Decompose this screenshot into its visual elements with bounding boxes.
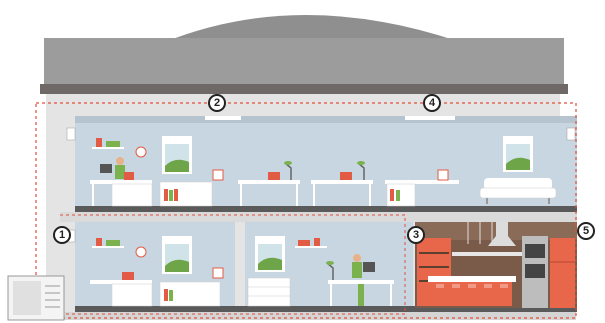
person-body [352, 262, 362, 278]
desk [311, 180, 373, 184]
wall-light [67, 128, 75, 140]
bar-stool [452, 284, 460, 288]
upper-ceiling [75, 116, 577, 123]
fridge [550, 238, 575, 308]
book [96, 238, 102, 246]
upper-floor-slab [75, 206, 577, 212]
marker-3: 3 [407, 226, 425, 244]
desk [90, 180, 152, 184]
desk-leg [330, 284, 332, 306]
person-head [353, 254, 361, 262]
book [164, 289, 168, 301]
sofa-leg [486, 198, 488, 204]
book [169, 190, 173, 201]
person-body [115, 165, 125, 179]
picture-frame [438, 170, 448, 180]
kitchen-shelf [419, 252, 449, 254]
book [396, 190, 400, 201]
drawer-cabinet [248, 278, 290, 306]
book [174, 189, 178, 201]
desk-lamp-shade [326, 261, 334, 265]
book [314, 238, 320, 246]
bar-stool [468, 284, 476, 288]
book [96, 138, 102, 147]
desk-leg [369, 184, 371, 206]
marker-4: 4 [423, 94, 441, 112]
desk-lamp-shade [357, 161, 365, 165]
office-chair [124, 172, 134, 180]
book [106, 141, 120, 147]
desk-leg [296, 184, 298, 206]
person-legs [358, 284, 364, 306]
ceiling-light [405, 116, 455, 120]
wall-light [567, 128, 575, 140]
book [390, 189, 394, 201]
roof-band [44, 38, 564, 84]
ground-base [46, 312, 576, 320]
desk [385, 180, 459, 184]
picture-frame [213, 268, 223, 278]
desk-leg [240, 184, 242, 206]
book [164, 189, 168, 201]
roof-dome [165, 15, 460, 42]
kitchen-island-top [428, 276, 516, 282]
office-chair [268, 172, 280, 180]
slab-between-floors [60, 212, 577, 222]
wall-shelf [92, 147, 124, 149]
desk-leg [390, 284, 392, 306]
book [298, 240, 310, 246]
picture-frame [213, 170, 223, 180]
control-panel-screen [13, 281, 41, 315]
desk-leg [92, 184, 94, 206]
desk-leg [313, 184, 315, 206]
wall-shelf [92, 246, 124, 248]
desk [90, 280, 152, 284]
monitor [363, 262, 375, 272]
kitchen-shelf [419, 266, 449, 268]
marker-5: 5 [577, 222, 595, 240]
oven [525, 264, 545, 278]
desk [238, 180, 300, 184]
bar-stool [500, 284, 508, 288]
desk-cabinet [112, 184, 152, 206]
office-chair [122, 272, 134, 280]
wall-shelf [295, 246, 327, 248]
clock-icon [136, 147, 146, 157]
ceiling-light [205, 116, 241, 120]
monitor [100, 164, 112, 173]
bar-stool [436, 284, 444, 288]
marker-1: 1 [53, 226, 71, 244]
sofa-leg [548, 198, 550, 204]
person-head [116, 157, 124, 165]
office-chair [340, 172, 352, 180]
clock-icon [136, 247, 146, 257]
sofa-seat [480, 188, 556, 198]
roof-trim [40, 84, 568, 94]
kitchen-counter-back [452, 252, 524, 256]
marker-2: 2 [208, 94, 226, 112]
book [169, 290, 173, 301]
desk-lamp-shade [284, 161, 292, 165]
oven [525, 244, 545, 258]
bar-stool [484, 284, 492, 288]
desk-cabinet [112, 284, 152, 306]
book [106, 240, 120, 246]
desk [328, 280, 394, 284]
